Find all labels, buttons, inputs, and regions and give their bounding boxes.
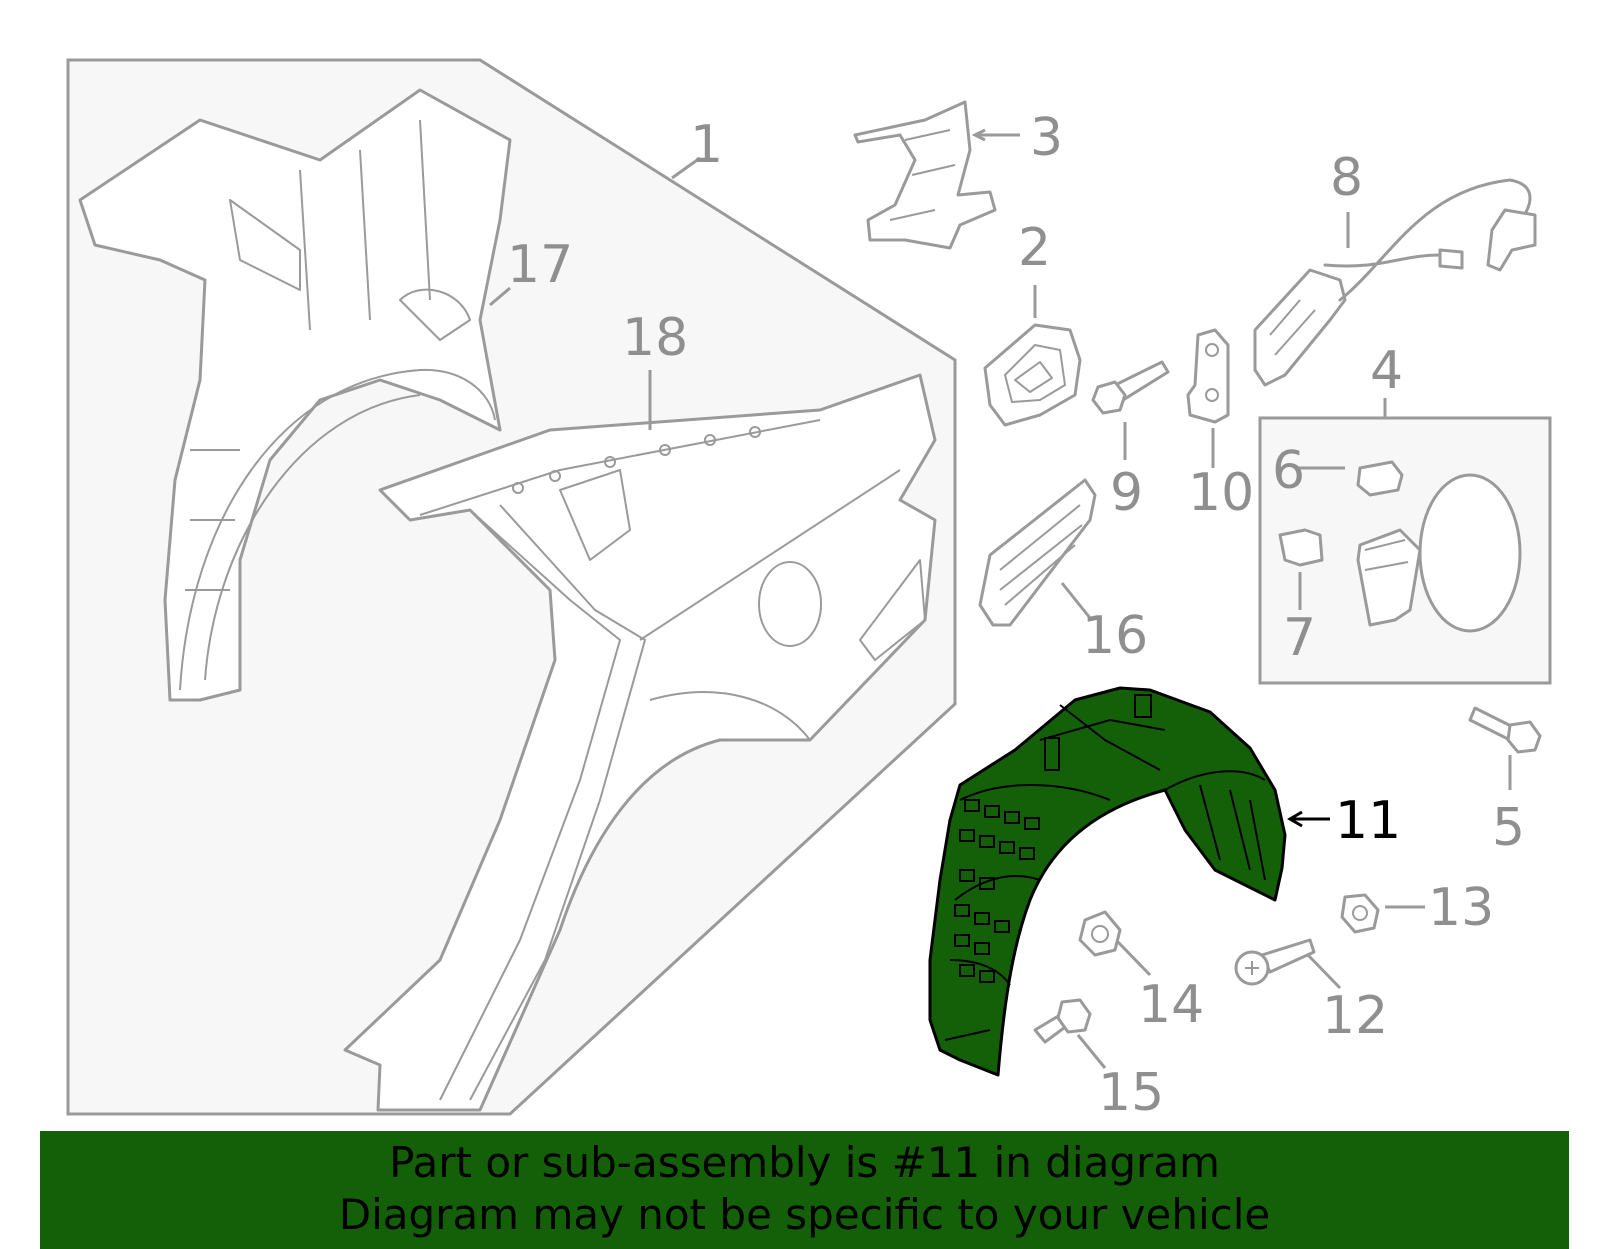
callout-6: 6	[1272, 441, 1305, 501]
part-18-outer-panel[interactable]	[343, 373, 937, 1112]
banner-line-2: Diagram may not be specific to your vehi…	[338, 1190, 1271, 1239]
callout-2: 2	[1018, 218, 1051, 278]
callout-10: 10	[1188, 463, 1254, 523]
part-13-nut[interactable]	[1340, 893, 1380, 934]
callout-13: 13	[1428, 878, 1494, 938]
part-10-hinge[interactable]	[1186, 328, 1230, 424]
banner-line-1: Part or sub-assembly is #11 in diagram	[389, 1138, 1220, 1187]
info-banner: Part or sub-assembly is #11 in diagram D…	[40, 1131, 1569, 1249]
part-11-wheelhouse-liner[interactable]	[928, 686, 1287, 1077]
liner-shape	[928, 686, 1287, 1077]
callout-8: 8	[1330, 148, 1363, 208]
part-6-clip[interactable]	[1356, 460, 1404, 497]
callout-1: 1	[690, 115, 723, 175]
callout-labels: 1 2 3 4 5 6 7 8 9 10 11 12 13 14 15 16 1…	[507, 108, 1525, 1123]
callout-17: 17	[507, 235, 573, 295]
callout-4: 4	[1370, 341, 1403, 401]
part-15-bolt[interactable]	[1033, 998, 1092, 1044]
callout-12: 12	[1322, 986, 1388, 1046]
part-14-clip[interactable]	[1078, 910, 1122, 957]
part-7-bumper[interactable]	[1278, 528, 1324, 567]
part-5-bolt[interactable]	[1468, 706, 1542, 754]
part-17-inner-panel[interactable]	[78, 88, 512, 702]
part-12-screw[interactable]	[1234, 938, 1316, 986]
callout-11: 11	[1335, 791, 1401, 851]
part-2-housing[interactable]	[983, 323, 1082, 427]
leader-lines	[489, 128, 1512, 1069]
part-4-fuel-door[interactable]	[1356, 473, 1522, 633]
part-8-actuator[interactable]	[1253, 178, 1537, 387]
callout-14: 14	[1138, 975, 1204, 1035]
callout-5: 5	[1492, 798, 1525, 858]
callout-18: 18	[622, 308, 688, 368]
callout-15: 15	[1098, 1063, 1164, 1123]
part-3-bracket[interactable]	[853, 100, 997, 250]
part-9-bolt[interactable]	[1091, 360, 1170, 415]
callout-16: 16	[1082, 606, 1148, 666]
callout-7: 7	[1283, 608, 1316, 668]
part-16-vent[interactable]	[978, 478, 1097, 627]
callout-9: 9	[1110, 463, 1143, 523]
callout-3: 3	[1030, 108, 1063, 168]
